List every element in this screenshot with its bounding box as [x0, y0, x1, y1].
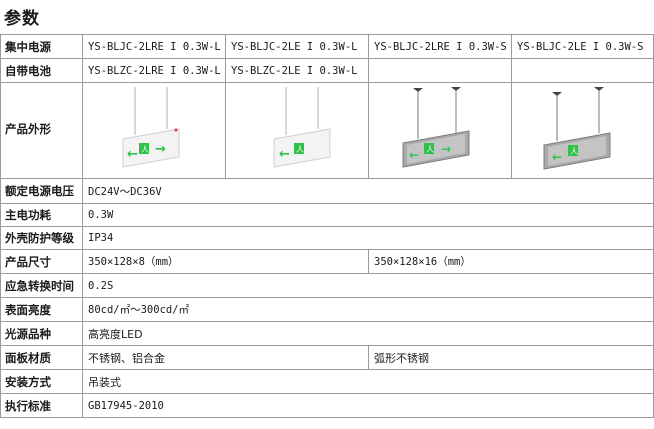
value-cell: IP34: [82, 226, 654, 250]
exit-sign-left-right-arrows-white-icon: ← 人 →: [122, 87, 180, 168]
exit-sign-left-arrow-white-icon: ← 人: [273, 87, 331, 168]
svg-text:人: 人: [141, 145, 149, 154]
svg-text:→: →: [441, 142, 451, 156]
table-row: 产品外形 ← 人 → ← 人: [0, 82, 654, 179]
row-label: 额定电源电压: [0, 178, 83, 204]
svg-text:←: ←: [409, 148, 419, 162]
table-row: 额定电源电压 DC24V～DC36V: [0, 178, 654, 204]
value-cell: 吊装式: [82, 369, 654, 394]
value-cell: 80cd/㎡～300cd/㎡: [82, 297, 654, 322]
row-label: 表面亮度: [0, 297, 83, 322]
row-label: 应急转换时间: [0, 273, 83, 298]
value-cell: 高亮度LED: [82, 321, 654, 346]
model-cell: YS-BLJC-2LE I 0.3W-L: [225, 34, 369, 59]
value-cell: 0.2S: [82, 273, 654, 298]
svg-text:→: →: [155, 142, 166, 157]
table-row: 外壳防护等级 IP34: [0, 226, 654, 250]
value-cell: GB17945-2010: [82, 393, 654, 418]
row-label: 产品尺寸: [0, 249, 83, 274]
row-label: 集中电源: [0, 34, 83, 59]
row-label: 执行标准: [0, 393, 83, 418]
row-label: 光源品种: [0, 321, 83, 346]
model-cell: YS-BLJC-2LRE I 0.3W-S: [368, 34, 512, 59]
table-row: 集中电源 YS-BLJC-2LRE I 0.3W-L YS-BLJC-2LE I…: [0, 34, 654, 59]
value-cell: 350×128×16（mm）: [368, 249, 654, 274]
spec-table: 集中电源 YS-BLJC-2LRE I 0.3W-L YS-BLJC-2LE I…: [0, 34, 654, 418]
svg-text:←: ←: [552, 150, 562, 164]
exit-sign-left-right-arrows-steel-icon: ← 人 →: [402, 87, 470, 168]
table-row: 安装方式 吊装式: [0, 369, 654, 394]
value-cell: 0.3W: [82, 203, 654, 227]
row-label: 主电功耗: [0, 203, 83, 227]
row-label: 自带电池: [0, 58, 83, 83]
product-image-cell: ← 人 →: [368, 82, 512, 179]
value-cell: 弧形不锈钢: [368, 345, 654, 370]
page-title: 参数: [4, 9, 40, 29]
value-cell: 不锈钢、铝合金: [82, 345, 369, 370]
row-label: 安装方式: [0, 369, 83, 394]
row-label: 面板材质: [0, 345, 83, 370]
model-cell: [511, 58, 654, 83]
table-row: 主电功耗 0.3W: [0, 203, 654, 227]
row-label: 外壳防护等级: [0, 226, 83, 250]
svg-text:←: ←: [279, 147, 290, 162]
table-row: 表面亮度 80cd/㎡～300cd/㎡: [0, 297, 654, 322]
table-row: 面板材质 不锈钢、铝合金 弧形不锈钢: [0, 345, 654, 370]
exit-sign-left-arrow-steel-icon: ← 人: [543, 87, 611, 170]
model-cell: YS-BLZC-2LE I 0.3W-L: [225, 58, 369, 83]
table-row: 自带电池 YS-BLZC-2LRE I 0.3W-L YS-BLZC-2LE I…: [0, 58, 654, 83]
model-cell: YS-BLJC-2LRE I 0.3W-L: [82, 34, 226, 59]
svg-text:人: 人: [426, 145, 434, 154]
product-image-cell: ← 人: [225, 82, 369, 179]
product-image-cell: ← 人 →: [82, 82, 226, 179]
model-cell: YS-BLJC-2LE I 0.3W-S: [511, 34, 654, 59]
table-row: 光源品种 高亮度LED: [0, 321, 654, 346]
svg-text:人: 人: [570, 147, 578, 156]
model-cell: [368, 58, 512, 83]
row-label: 产品外形: [0, 82, 83, 179]
table-row: 产品尺寸 350×128×8（mm） 350×128×16（mm）: [0, 249, 654, 274]
svg-text:←: ←: [127, 147, 138, 162]
svg-text:人: 人: [296, 145, 304, 154]
product-image-cell: ← 人: [511, 82, 654, 179]
model-cell: YS-BLZC-2LRE I 0.3W-L: [82, 58, 226, 83]
value-cell: DC24V～DC36V: [82, 178, 654, 204]
table-row: 应急转换时间 0.2S: [0, 273, 654, 298]
value-cell: 350×128×8（mm）: [82, 249, 369, 274]
table-row: 执行标准 GB17945-2010: [0, 393, 654, 418]
